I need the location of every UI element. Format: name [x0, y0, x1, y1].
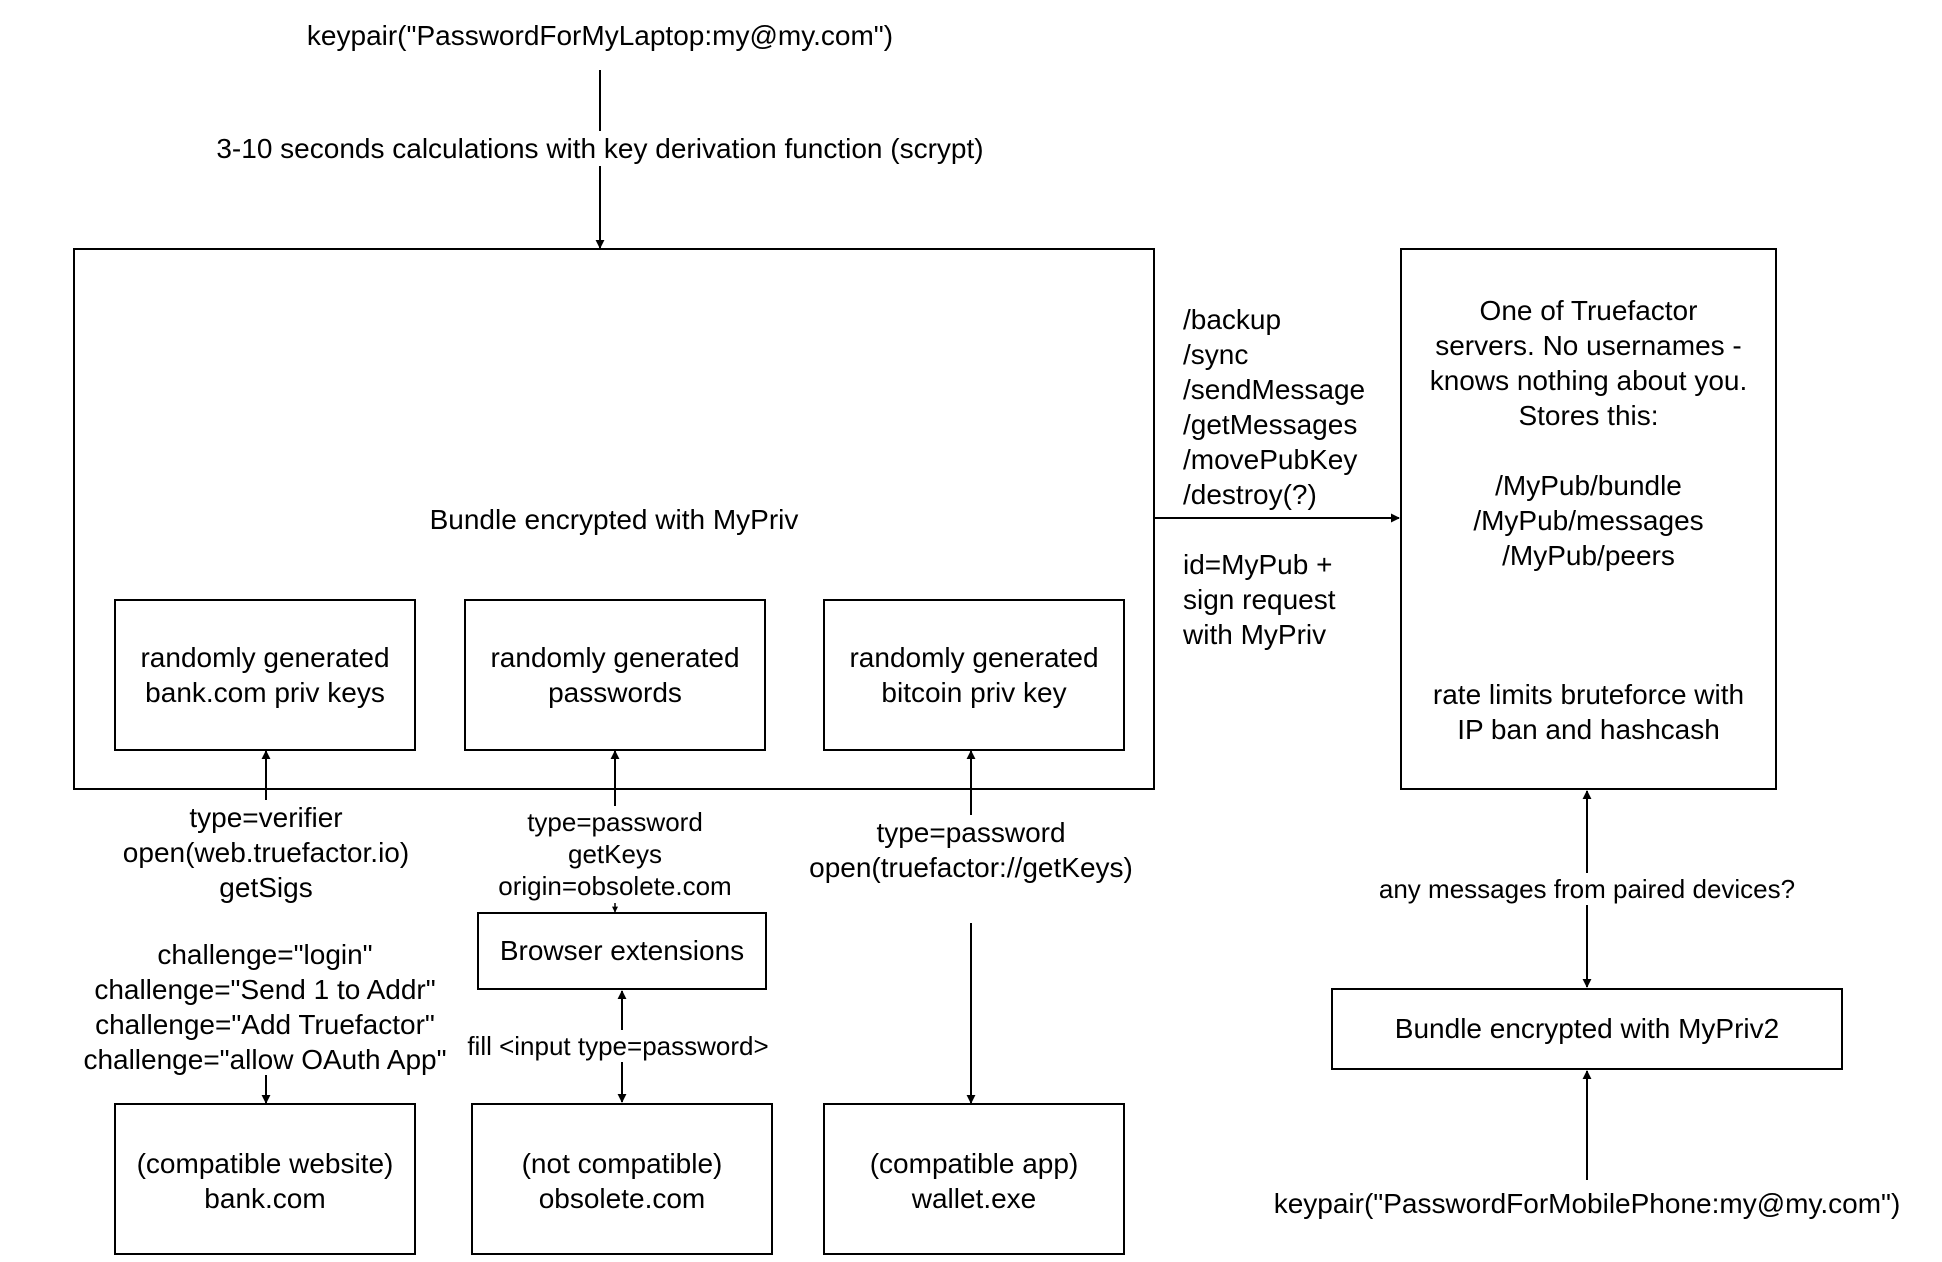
app-call-label: type=password open(truefactor://getKeys) — [791, 815, 1151, 885]
endpoint-send-message: /sendMessage — [1183, 374, 1366, 405]
fill-input-label: fill <input type=password> — [458, 1030, 778, 1062]
top-keypair-label: keypair("PasswordForMyLaptop:my@my.com") — [306, 20, 894, 51]
endpoint-sync: /sync — [1183, 339, 1249, 370]
bank-site-label: (compatible website) bank.com — [136, 1148, 394, 1214]
wallet-app-label: (compatible app) wallet.exe — [869, 1148, 1079, 1214]
endpoint-get-messages: /getMessages — [1183, 409, 1358, 440]
server-description: One of Truefactor servers. No usernames … — [1429, 295, 1748, 431]
bank-keys-label: randomly generated bank.com priv keys — [140, 642, 390, 708]
challenge-add-truefactor: challenge="Add Truefactor" — [95, 1009, 435, 1040]
bitcoin-key-label: randomly generated bitcoin priv key — [849, 642, 1099, 708]
bundle-title: Bundle encrypted with MyPriv — [429, 504, 799, 535]
bank-keys-box — [114, 599, 416, 751]
kdf-label: 3-10 seconds calculations with key deriv… — [175, 131, 1025, 166]
server-rate-limit: rate limits bruteforce with IP ban and h… — [1432, 679, 1745, 745]
password-call-label: type=password getKeys origin=obsolete.co… — [465, 806, 765, 902]
endpoint-destroy: /destroy(?) — [1183, 479, 1317, 510]
challenge-oauth: challenge="allow OAuth App" — [83, 1044, 447, 1075]
challenge-list: challenge="login" challenge="Send 1 to A… — [60, 937, 470, 1077]
passwords-box — [464, 599, 766, 751]
bank-site-box — [114, 1103, 416, 1255]
server-stored-paths: /MyPub/bundle /MyPub/messages /MyPub/pee… — [1473, 470, 1704, 571]
paired-messages-label: any messages from paired devices? — [1347, 873, 1827, 905]
server-box — [1400, 248, 1777, 790]
challenge-send: challenge="Send 1 to Addr" — [94, 974, 436, 1005]
browser-extensions-box — [477, 912, 767, 990]
endpoint-move-pub-key: /movePubKey — [1183, 444, 1358, 475]
wallet-app-box — [823, 1103, 1125, 1255]
passwords-label: randomly generated passwords — [490, 642, 740, 708]
challenge-login: challenge="login" — [157, 939, 373, 970]
verifier-call-label: type=verifier open(web.truefactor.io) ge… — [101, 800, 431, 905]
browser-extensions-label: Browser extensions — [499, 935, 745, 966]
api-endpoints-list: /backup /sync /sendMessage /getMessages … — [1183, 302, 1365, 512]
bundle2-box — [1331, 988, 1843, 1070]
auth-note: id=MyPub + sign request with MyPriv — [1183, 549, 1336, 650]
bundle2-label: Bundle encrypted with MyPriv2 — [1394, 1013, 1780, 1044]
bottom-keypair-label: keypair("PasswordForMobilePhone:my@my.co… — [1273, 1188, 1901, 1219]
endpoint-backup: /backup — [1183, 304, 1282, 335]
bitcoin-key-box — [823, 599, 1125, 751]
obsolete-site-box — [471, 1103, 773, 1255]
obsolete-site-label: (not compatible) obsolete.com — [521, 1148, 723, 1214]
